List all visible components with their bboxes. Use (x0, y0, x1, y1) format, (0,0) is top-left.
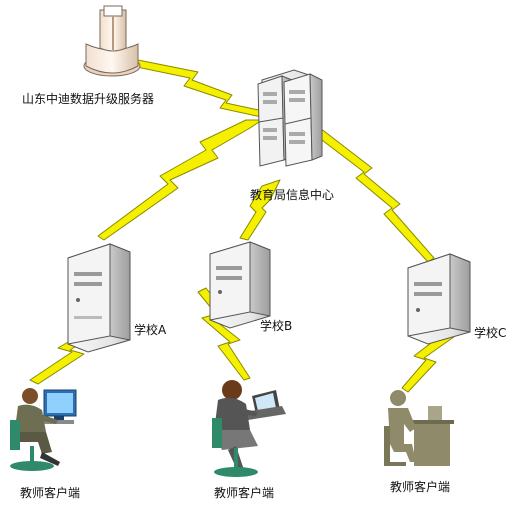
school-a-server (67, 243, 131, 353)
link-center-to-school-b (239, 179, 281, 241)
server-cluster-icon (257, 69, 323, 167)
teacher-silhouette-at-desk-icon (384, 390, 454, 466)
link-upgrade-to-center (121, 57, 269, 119)
client-c-label: 教师客户端 (390, 480, 451, 494)
school-b-server (209, 241, 271, 329)
link-center-to-school-a (97, 119, 263, 241)
female-teacher-at-laptop-icon (212, 380, 286, 477)
school-a-label: 学校A (134, 323, 167, 337)
lightning-link-icon (239, 179, 281, 241)
lightning-link-icon (97, 119, 263, 241)
school-c-label: 学校C (474, 326, 507, 340)
upgrade-server-label: 山东中迪数据升级服务器 (22, 92, 155, 106)
client-a-label: 教师客户端 (20, 486, 81, 500)
male-teacher-at-computer-icon (10, 388, 77, 471)
lightning-link-icon (121, 57, 269, 119)
server-unit-right (283, 73, 323, 167)
info-center-label: 教育局信息中心 (250, 188, 335, 202)
client-b-label: 教师客户端 (214, 486, 275, 500)
antenna-tower-icon (83, 5, 141, 77)
school-c-server (407, 253, 471, 345)
school-b-label: 学校B (260, 319, 293, 333)
